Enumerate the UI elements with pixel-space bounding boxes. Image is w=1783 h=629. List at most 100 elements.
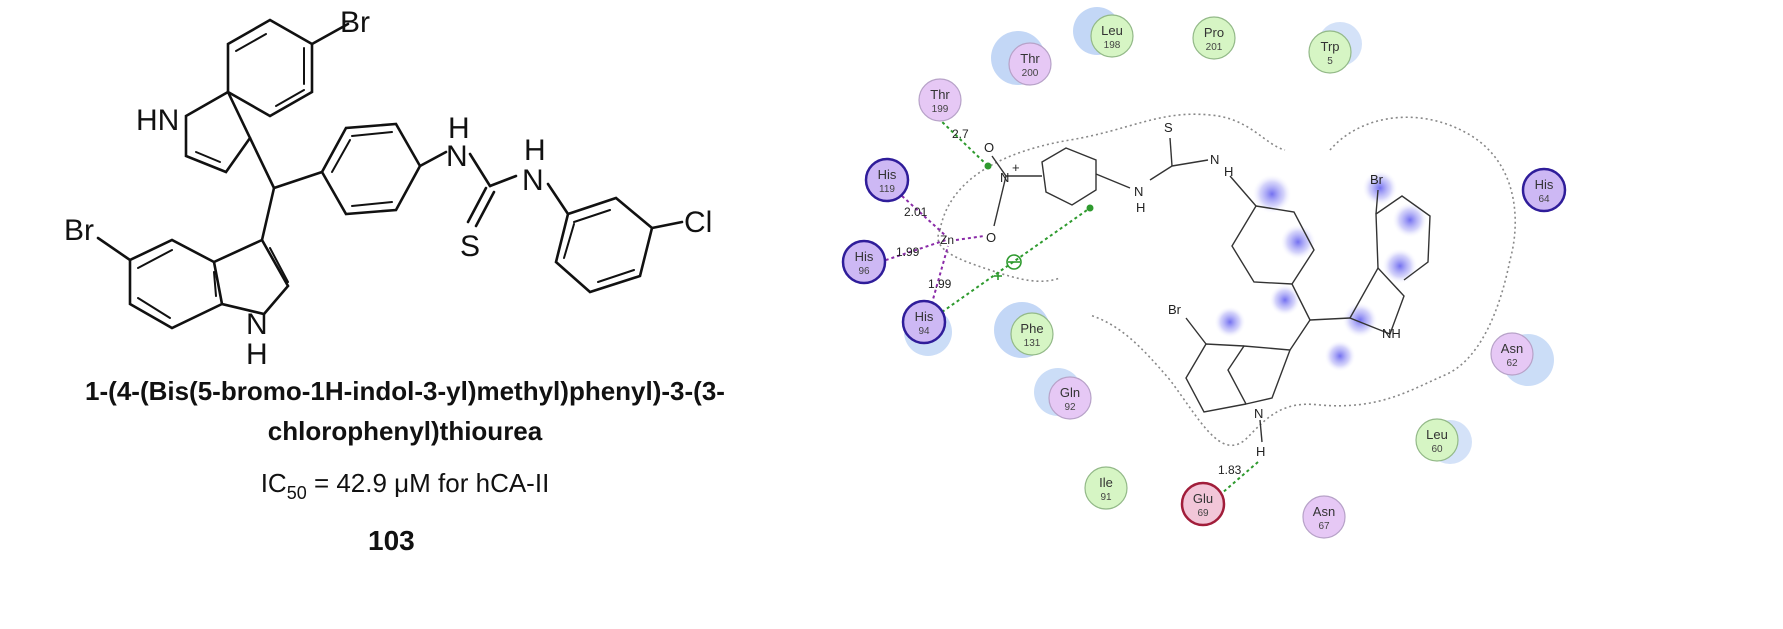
residue-node: [1008, 42, 1052, 86]
residue-node: [1010, 312, 1054, 356]
bond-cl: [650, 220, 684, 230]
bottom-indole-benzene-ring: [128, 238, 224, 330]
residue-node: [918, 78, 962, 122]
interaction-map-panel: S N H N H N + O O Br Br NH N H: [841, 7, 1567, 539]
chlorophenyl-ring: [554, 196, 654, 294]
residue-name: Leu: [1426, 427, 1448, 442]
bond-top-indole-ch: [248, 136, 276, 190]
residue-number: 64: [1538, 194, 1550, 205]
residue-node: [1415, 418, 1459, 462]
top-indole-pyrrole-ring: [184, 90, 252, 174]
hbond-thr199: [937, 117, 989, 167]
pocket-contour: [939, 113, 1517, 447]
pi-symbol: [994, 254, 1022, 280]
ligand-h-glu: H: [1256, 444, 1265, 459]
chemical-structure-panel: [96, 18, 684, 330]
residue-name: His: [1535, 177, 1554, 192]
residue-node: [1490, 332, 1534, 376]
ligand-s: S: [1164, 120, 1173, 135]
ligand-skeleton: [991, 137, 1431, 443]
ic50-subscript: 50: [287, 483, 307, 503]
bond-ch-phenyl: [272, 170, 324, 190]
residue-ile-91: Ile 91: [1084, 466, 1128, 510]
metal-his94: [929, 245, 949, 311]
residue-number: 91: [1100, 492, 1112, 503]
label-br-top: Br: [340, 6, 370, 39]
label-s: S: [460, 230, 480, 263]
residue-name: Phe: [1020, 321, 1043, 336]
residue-number: 201: [1206, 42, 1223, 53]
residue-name: Ile: [1099, 475, 1113, 490]
pi-centroid-marker: [1086, 204, 1094, 212]
residue-his-96: His 96: [841, 239, 887, 285]
bond-ch-bottom-indole: [260, 186, 276, 242]
residue-node: [1180, 481, 1226, 527]
residue-leu-60: Leu 60: [1415, 418, 1459, 462]
ligand-no2-o-bottom: O: [986, 230, 996, 245]
pocket-contour-left: [937, 229, 1061, 283]
residue-his-64: His 64: [1521, 167, 1567, 213]
residue-node: [841, 239, 887, 285]
label-thiourea-n1: N: [446, 140, 468, 173]
ligand-br-right: Br: [1370, 172, 1384, 187]
ic50-value: IC50 = 42.9 μM for hCA-II: [261, 468, 550, 503]
label-n-bottom: N: [246, 308, 268, 341]
ligand-no2-o-top: O: [984, 140, 994, 155]
residue-node: [1048, 376, 1092, 420]
distance-thr199: 2.7: [952, 127, 969, 141]
residue-number: 69: [1197, 508, 1209, 519]
metal-ligand-o: [955, 235, 985, 241]
ligand-n-indole: N: [1254, 406, 1263, 421]
distance-his94: 1.99: [928, 277, 952, 291]
residue-number: 198: [1104, 40, 1121, 51]
residue-thr-200: Thr 200: [1008, 42, 1052, 86]
residue-node: [1090, 14, 1134, 58]
ic50-prefix: IC: [261, 468, 287, 498]
residue-asn-62: Asn 62: [1490, 332, 1534, 376]
distance-glu69: 1.83: [1218, 463, 1242, 477]
label-h-bottom: H: [246, 338, 268, 371]
residue-node: [1308, 30, 1352, 74]
bond-bottom-br: [96, 236, 132, 262]
residue-name: Thr: [930, 87, 950, 102]
zinc-label: Zn: [940, 233, 954, 247]
hbond-arrow-thr199: [984, 162, 992, 170]
residue-number: 131: [1024, 338, 1041, 349]
bottom-indole-pyrrole-ring: [212, 238, 290, 316]
residue-number: 5: [1327, 56, 1333, 67]
residue-node: [1302, 495, 1346, 539]
ligand-nh: NH: [1382, 326, 1401, 341]
top-indole-benzene-ring: [226, 18, 314, 118]
residue-number: 200: [1022, 68, 1039, 79]
bond-c-s-double: [466, 186, 496, 228]
residue-number: 96: [858, 266, 870, 277]
residue-number: 199: [932, 104, 949, 115]
ic50-rest: = 42.9 μM for hCA-II: [307, 468, 550, 498]
residue-number: 92: [1064, 402, 1076, 413]
residue-node: [864, 157, 910, 203]
residue-name: Asn: [1501, 341, 1523, 356]
compound-number: 103: [368, 525, 415, 556]
residue-gln-92: Gln 92: [1048, 376, 1092, 420]
residue-number: 60: [1431, 444, 1443, 455]
compound-name-line1: 1-(4-(Bis(5-bromo-1H-indol-3-yl)methyl)p…: [85, 376, 725, 406]
central-phenyl-ring: [320, 122, 422, 216]
label-thiourea-h1: H: [448, 112, 470, 145]
residue-name: Gln: [1060, 385, 1080, 400]
label-thiourea-n2: N: [522, 164, 544, 197]
residue-node: [1521, 167, 1567, 213]
ligand-no2-plus: +: [1012, 160, 1020, 175]
distance-his96: 1.99: [896, 245, 920, 259]
residue-name: His: [855, 249, 874, 264]
pi-interaction-his94: [941, 207, 1091, 313]
ligand-br-left: Br: [1168, 302, 1182, 317]
residue-number: 62: [1506, 358, 1518, 369]
residue-name: Thr: [1020, 51, 1040, 66]
residue-name: Asn: [1313, 504, 1335, 519]
